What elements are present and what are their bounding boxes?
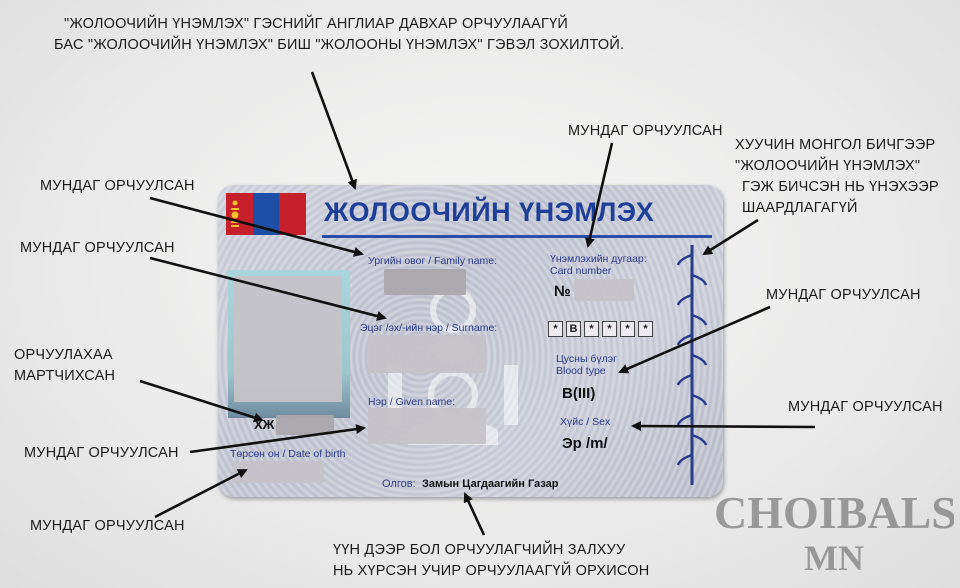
- watermark-line2: MN: [804, 538, 864, 578]
- note-translated-family-name: МУНДАГ ОРЧУУЛСАН: [40, 178, 195, 194]
- soyombo-icon: [231, 200, 239, 227]
- sex-label: Хүйс / Sex: [560, 416, 611, 428]
- holder-photo: [228, 270, 350, 418]
- issuer-value: Замын Цагдаагийн Газар: [422, 478, 559, 490]
- card-number-redaction: [574, 279, 634, 301]
- family-name-redaction: [384, 269, 466, 295]
- dob-label: Төрсөн он / Date of birth: [230, 448, 346, 460]
- card-number-prefix: №: [554, 283, 571, 300]
- watermark-logo: CHOIBALSAN MN: [714, 487, 954, 578]
- note-translated-surname: МУНДАГ ОРЧУУЛСАН: [20, 240, 175, 256]
- note-translated-given-name: МУНДАГ ОРЧУУЛСАН: [24, 445, 179, 461]
- surname-label: Эцэг /эх/-ийн нэр / Surname:: [360, 322, 498, 334]
- bottom-annotation-line2: НЬ ХҮРСЭН УЧИР ОРЧУУЛААГҮЙ ОРХИСОН: [333, 563, 650, 579]
- license-category-boxes: * B * * * *: [548, 321, 653, 337]
- note-translated-sex: МУНДАГ ОРЧУУЛСАН: [788, 399, 943, 415]
- surname-redaction: [368, 335, 486, 373]
- note-translated-blood: МУНДАГ ОРЧУУЛСАН: [766, 287, 921, 303]
- category-box: *: [584, 321, 599, 337]
- top-annotation-line2: БАС "ЖОЛООЧИЙН ҮНЭМЛЭХ" БИШ "ЖОЛООНЫ ҮНЭ…: [54, 37, 625, 53]
- title-underline: [322, 235, 712, 238]
- category-box: *: [548, 321, 563, 337]
- card-number-label-en: Card number: [550, 265, 612, 277]
- note-script-line3: ГЭЖ БИЧСЭН НЬ ҮНЭХЭЭР: [742, 179, 939, 195]
- blood-type-value: B(III): [562, 385, 596, 402]
- dob-redaction: [232, 461, 324, 483]
- photo-redaction: [234, 276, 342, 402]
- issuer-label: Олгов:: [382, 478, 416, 490]
- mongolian-flag-icon: [226, 193, 307, 235]
- category-box: B: [566, 321, 581, 337]
- sex-value: Эр /m/: [562, 435, 608, 452]
- category-box: *: [602, 321, 617, 337]
- note-translated-dob: МУНДАГ ОРЧУУЛСАН: [30, 518, 185, 534]
- id-number-redaction: [276, 415, 334, 435]
- note-forgot-line1: ОРЧУУЛАХАА: [14, 347, 113, 363]
- note-script-line4: ШААРДЛАГАГҮЙ: [742, 200, 858, 216]
- category-box: *: [620, 321, 635, 337]
- mongolian-script-title: [676, 245, 708, 485]
- blood-type-label-en: Blood type: [556, 365, 606, 377]
- card-number-label-mn: Үнэмлэхийн дугаар:: [550, 253, 647, 265]
- given-name-redaction: [368, 408, 486, 444]
- blood-type-label-mn: Цусны бүлэг: [556, 353, 617, 365]
- top-annotation-line1: "ЖОЛООЧИЙН ҮНЭМЛЭХ" ГЭСНИЙГ АНГЛИАР ДАВХ…: [64, 16, 568, 32]
- category-box: *: [638, 321, 653, 337]
- watermark-line1: CHOIBALSAN: [714, 487, 954, 538]
- note-script-line2: "ЖОЛООЧИЙН ҮНЭМЛЭХ": [735, 158, 921, 174]
- note-translated-card-number: МУНДАГ ОРЧУУЛСАН: [568, 123, 723, 139]
- family-name-label: Ургийн овог / Family name:: [368, 255, 498, 267]
- bottom-annotation-line1: ҮҮН ДЭЭР БОЛ ОРЧУУЛАГЧИЙН ЗАЛХУУ: [333, 542, 626, 558]
- note-forgot-line2: МАРТЧИХСАН: [14, 368, 116, 384]
- given-name-label: Нэр / Given name:: [368, 396, 456, 408]
